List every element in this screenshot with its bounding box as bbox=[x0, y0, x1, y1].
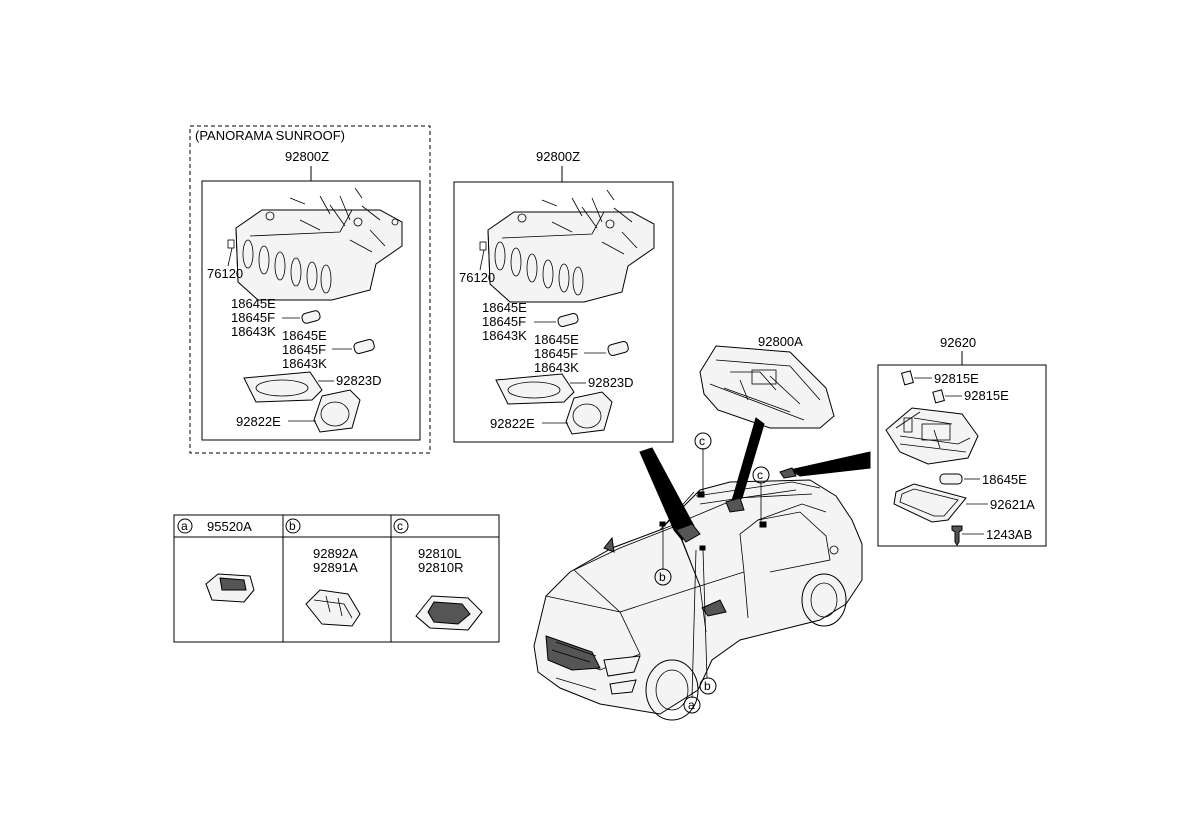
legend-part-92892a: 92892A bbox=[313, 546, 358, 561]
room-lamp-label-92815e-1: 92815E bbox=[934, 371, 979, 386]
panorama-label-18643k-2: 18643K bbox=[282, 356, 327, 371]
vanity-lamp-icon bbox=[415, 595, 483, 631]
legend-part-95520a: 95520A bbox=[207, 519, 252, 534]
standard-label-18645e-2: 18645E bbox=[534, 332, 579, 347]
standard-console-icon bbox=[479, 189, 655, 303]
lamp-unit-icon bbox=[205, 573, 255, 603]
courtesy-lamp-icon bbox=[305, 589, 361, 627]
panorama-label-18645e-2: 18645E bbox=[282, 328, 327, 343]
standard-label-18645f-2: 18645F bbox=[534, 346, 578, 361]
vehicle-callout-c: c bbox=[694, 432, 712, 492]
panorama-label-18645f-2: 18645F bbox=[282, 342, 326, 357]
lens-frame-icon bbox=[243, 371, 323, 403]
lens-frame-icon bbox=[495, 373, 575, 405]
room-lamp-label-18645e: 18645E bbox=[982, 472, 1027, 487]
panorama-console-icon bbox=[227, 187, 403, 301]
panorama-label-18643k-1: 18643K bbox=[231, 324, 276, 339]
standard-label-18643k-2: 18643K bbox=[534, 360, 579, 375]
panorama-title: (PANORAMA SUNROOF) bbox=[195, 128, 345, 143]
standard-label-18645e-1: 18645E bbox=[482, 300, 527, 315]
svg-text:c: c bbox=[757, 468, 763, 482]
clip-icon bbox=[932, 389, 945, 404]
standard-label-18645f-1: 18645F bbox=[482, 314, 526, 329]
panorama-assembly-label: 92800Z bbox=[285, 149, 329, 164]
room-lamp-frame bbox=[877, 364, 1047, 547]
lens-cover-icon bbox=[313, 389, 361, 433]
bulb-icon bbox=[301, 310, 321, 324]
room-lamp-group: 92620 92815E 92815E 18645E 92621A bbox=[877, 335, 1047, 547]
standard-frame bbox=[453, 181, 674, 443]
panorama-label-92823d: 92823D bbox=[336, 373, 382, 388]
legend-part-92891a: 92891A bbox=[313, 560, 358, 575]
overhead-lamp-group: 92800A bbox=[699, 334, 835, 429]
room-lamp-assembly-label: 92620 bbox=[940, 335, 976, 350]
legend-cell-a: a 95520A bbox=[177, 518, 255, 603]
legend-marker-c: c bbox=[397, 519, 403, 533]
legend-part-92810r: 92810R bbox=[418, 560, 464, 575]
svg-text:c: c bbox=[699, 434, 705, 448]
screw-icon bbox=[951, 525, 963, 546]
vehicle-callout-c: c bbox=[752, 466, 770, 522]
room-lamp-label-1243ab: 1243AB bbox=[986, 527, 1032, 542]
bulb-icon bbox=[607, 340, 629, 356]
overhead-lamp-icon bbox=[699, 345, 835, 429]
svg-text:a: a bbox=[688, 698, 695, 712]
vehicle-callout-b: b bbox=[699, 549, 717, 695]
legend-marker-a: a bbox=[181, 519, 188, 533]
panorama-label-18645f-1: 18645F bbox=[231, 310, 275, 325]
panorama-label-18645e-1: 18645E bbox=[231, 296, 276, 311]
room-lamp-housing-icon bbox=[885, 407, 979, 465]
bulb-icon bbox=[939, 473, 963, 485]
clip-icon bbox=[900, 370, 914, 386]
rear-wheel bbox=[801, 573, 847, 627]
panorama-dashed-frame bbox=[189, 125, 431, 454]
standard-label-18643k-1: 18643K bbox=[482, 328, 527, 343]
legend-part-92810l: 92810L bbox=[418, 546, 461, 561]
vehicle-callout-b: b bbox=[654, 526, 672, 586]
pointer-arrow bbox=[788, 451, 871, 477]
room-lamp-label-92621a: 92621A bbox=[990, 497, 1035, 512]
bulb-icon bbox=[557, 312, 579, 328]
legend-cell-c: c 92810L 92810R bbox=[393, 518, 483, 631]
room-lamp-label-92815e-2: 92815E bbox=[964, 388, 1009, 403]
legend-table: a 95520A b 92892A 92891A c 92810L 92810 bbox=[173, 514, 500, 643]
panorama-group: (PANORAMA SUNROOF) 92800Z 76120 18645E 1… bbox=[189, 125, 431, 454]
legend-cell-b: b 92892A 92891A bbox=[285, 518, 361, 627]
legend-marker-b: b bbox=[289, 519, 296, 533]
standard-label-92823d: 92823D bbox=[588, 375, 634, 390]
standard-label-76120: 76120 bbox=[459, 270, 495, 285]
vehicle-callout-a: a bbox=[683, 549, 701, 714]
svg-text:b: b bbox=[704, 679, 711, 693]
panorama-label-76120: 76120 bbox=[207, 266, 243, 281]
bulb-icon bbox=[353, 338, 375, 354]
standard-assembly-label: 92800Z bbox=[536, 149, 580, 164]
svg-text:b: b bbox=[659, 570, 666, 584]
panorama-label-92822e: 92822E bbox=[236, 414, 281, 429]
room-lamp-lens-icon bbox=[893, 483, 967, 523]
lens-cover-icon bbox=[565, 391, 613, 435]
front-wheel bbox=[645, 659, 699, 721]
standard-group: 92800Z 76120 18645E 18645F 18643K 18645 bbox=[453, 149, 674, 443]
panorama-inner-frame bbox=[201, 180, 421, 441]
vehicle-illustration: c c b b a bbox=[533, 417, 871, 721]
overhead-lamp-label: 92800A bbox=[758, 334, 803, 349]
standard-label-92822e: 92822E bbox=[490, 416, 535, 431]
